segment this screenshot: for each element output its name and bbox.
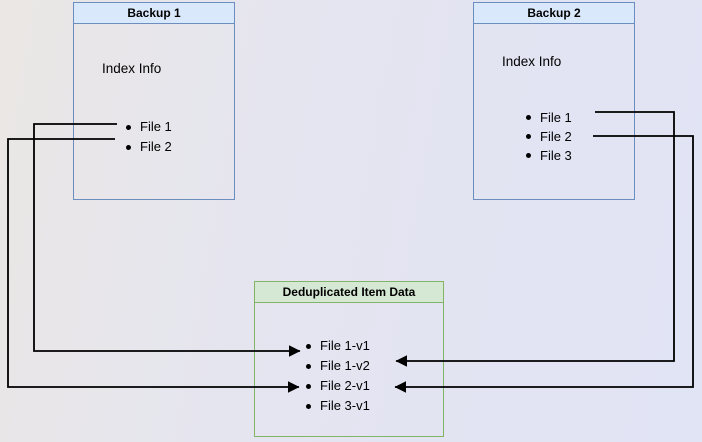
- backup1-file-list: File 1 File 2: [125, 117, 172, 157]
- list-item: File 3-v1: [305, 396, 370, 416]
- dedup-title: Deduplicated Item Data: [255, 282, 443, 303]
- list-item: File 1-v1: [305, 336, 370, 356]
- list-item: File 2: [525, 127, 572, 146]
- backup1-index-info-label: Index Info: [102, 61, 162, 76]
- list-item: File 2: [125, 137, 172, 157]
- backup1-box: Backup 1 Index Info File 1 File 2: [73, 2, 235, 200]
- list-item: File 2-v1: [305, 376, 370, 396]
- backup2-box: Backup 2 Index Info File 1 File 2 File 3: [473, 2, 635, 200]
- list-item: File 1-v2: [305, 356, 370, 376]
- list-item: File 1: [525, 108, 572, 127]
- dedup-item-list: File 1-v1 File 1-v2 File 2-v1 File 3-v1: [305, 336, 370, 416]
- list-item: File 1: [125, 117, 172, 137]
- dedup-box: Deduplicated Item Data File 1-v1 File 1-…: [254, 281, 444, 437]
- backup2-title: Backup 2: [474, 3, 634, 24]
- list-item: File 3: [525, 146, 572, 165]
- backup2-index-info-label: Index Info: [502, 54, 562, 69]
- backup1-title: Backup 1: [74, 3, 234, 24]
- backup2-file-list: File 1 File 2 File 3: [525, 108, 572, 165]
